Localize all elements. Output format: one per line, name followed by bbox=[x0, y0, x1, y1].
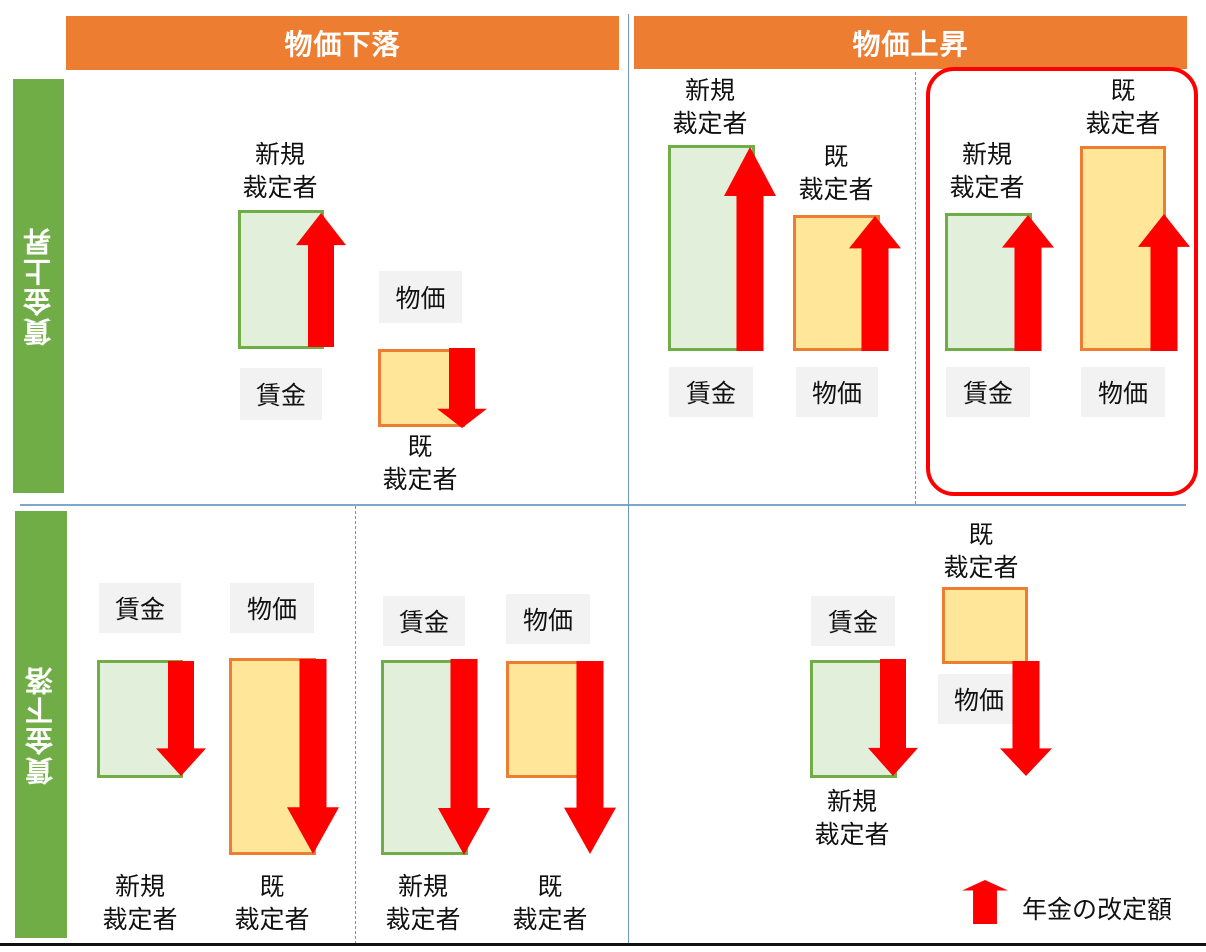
up-arrow-icon bbox=[1002, 215, 1054, 351]
down-arrow-icon bbox=[868, 659, 918, 776]
existing-recipient-box bbox=[506, 661, 589, 778]
new-recipient-label: 新規 裁定者 bbox=[672, 76, 748, 138]
column-header-price-fall: 物価下落 bbox=[66, 16, 619, 70]
column-header-price-rise: 物価上昇 bbox=[634, 16, 1187, 69]
legend-label: 年金の改定額 bbox=[1022, 895, 1173, 924]
wage-tag: 賃金 bbox=[669, 367, 753, 417]
row-header-wage-fall: 賃金下落 bbox=[15, 511, 67, 938]
column-header-price-fall-label: 物価下落 bbox=[284, 28, 401, 61]
down-arrow-icon bbox=[156, 661, 206, 776]
wage-tag: 賃金 bbox=[240, 368, 322, 420]
price-tag: 物価 bbox=[1081, 367, 1165, 417]
up-arrow-icon bbox=[724, 147, 776, 351]
down-arrow-icon bbox=[564, 661, 616, 854]
up-arrow-icon bbox=[1138, 214, 1190, 351]
column-header-price-rise-label: 物価上昇 bbox=[852, 27, 969, 61]
row-header-wage-fall-label: 賃金下落 bbox=[24, 664, 57, 785]
existing-recipient-label: 既 裁定者 bbox=[943, 520, 1019, 582]
row-header-wage-rise-label: 賃金上昇 bbox=[21, 226, 55, 346]
existing-recipient-label: 既 裁定者 bbox=[798, 142, 874, 204]
wage-tag: 賃金 bbox=[383, 596, 465, 646]
wage-tag: 賃金 bbox=[811, 596, 895, 646]
wage-tag: 賃金 bbox=[99, 583, 181, 633]
up-arrow-icon bbox=[849, 216, 901, 351]
highlight-box bbox=[926, 67, 1198, 496]
down-arrow-icon bbox=[1000, 661, 1052, 776]
new-recipient-label: 新規 裁定者 bbox=[949, 140, 1025, 202]
price-tag: 物価 bbox=[796, 367, 878, 417]
new-recipient-label: 新規 裁定者 bbox=[242, 140, 318, 202]
red-up-arrow-icon bbox=[962, 880, 1008, 924]
vertical-divider bbox=[628, 14, 629, 944]
down-arrow-icon bbox=[287, 659, 339, 854]
existing-recipient-label: 既 裁定者 bbox=[382, 432, 458, 494]
new-recipient-label: 新規 裁定者 bbox=[385, 872, 461, 934]
new-recipient-label: 新規 裁定者 bbox=[102, 872, 178, 934]
existing-recipient-label: 既 裁定者 bbox=[512, 872, 588, 934]
price-tag: 物価 bbox=[230, 583, 314, 633]
dashed-divider-bottom-left bbox=[355, 506, 356, 944]
existing-recipient-label: 既 裁定者 bbox=[1085, 76, 1161, 138]
wage-tag: 賃金 bbox=[946, 367, 1030, 417]
down-arrow-icon bbox=[438, 659, 490, 855]
existing-recipient-box bbox=[942, 587, 1028, 664]
down-arrow-icon bbox=[437, 348, 487, 428]
row-header-wage-rise: 賃金上昇 bbox=[13, 79, 64, 493]
price-tag: 物価 bbox=[506, 594, 590, 644]
price-tag: 物価 bbox=[938, 674, 1020, 724]
up-arrow-icon bbox=[296, 213, 346, 347]
dashed-divider-top-right bbox=[915, 72, 916, 504]
new-recipient-label: 新規 裁定者 bbox=[814, 787, 890, 849]
horizontal-divider bbox=[20, 504, 1186, 506]
existing-recipient-label: 既 裁定者 bbox=[234, 872, 310, 934]
bottom-border bbox=[0, 943, 1206, 946]
price-tag: 物価 bbox=[379, 271, 462, 323]
